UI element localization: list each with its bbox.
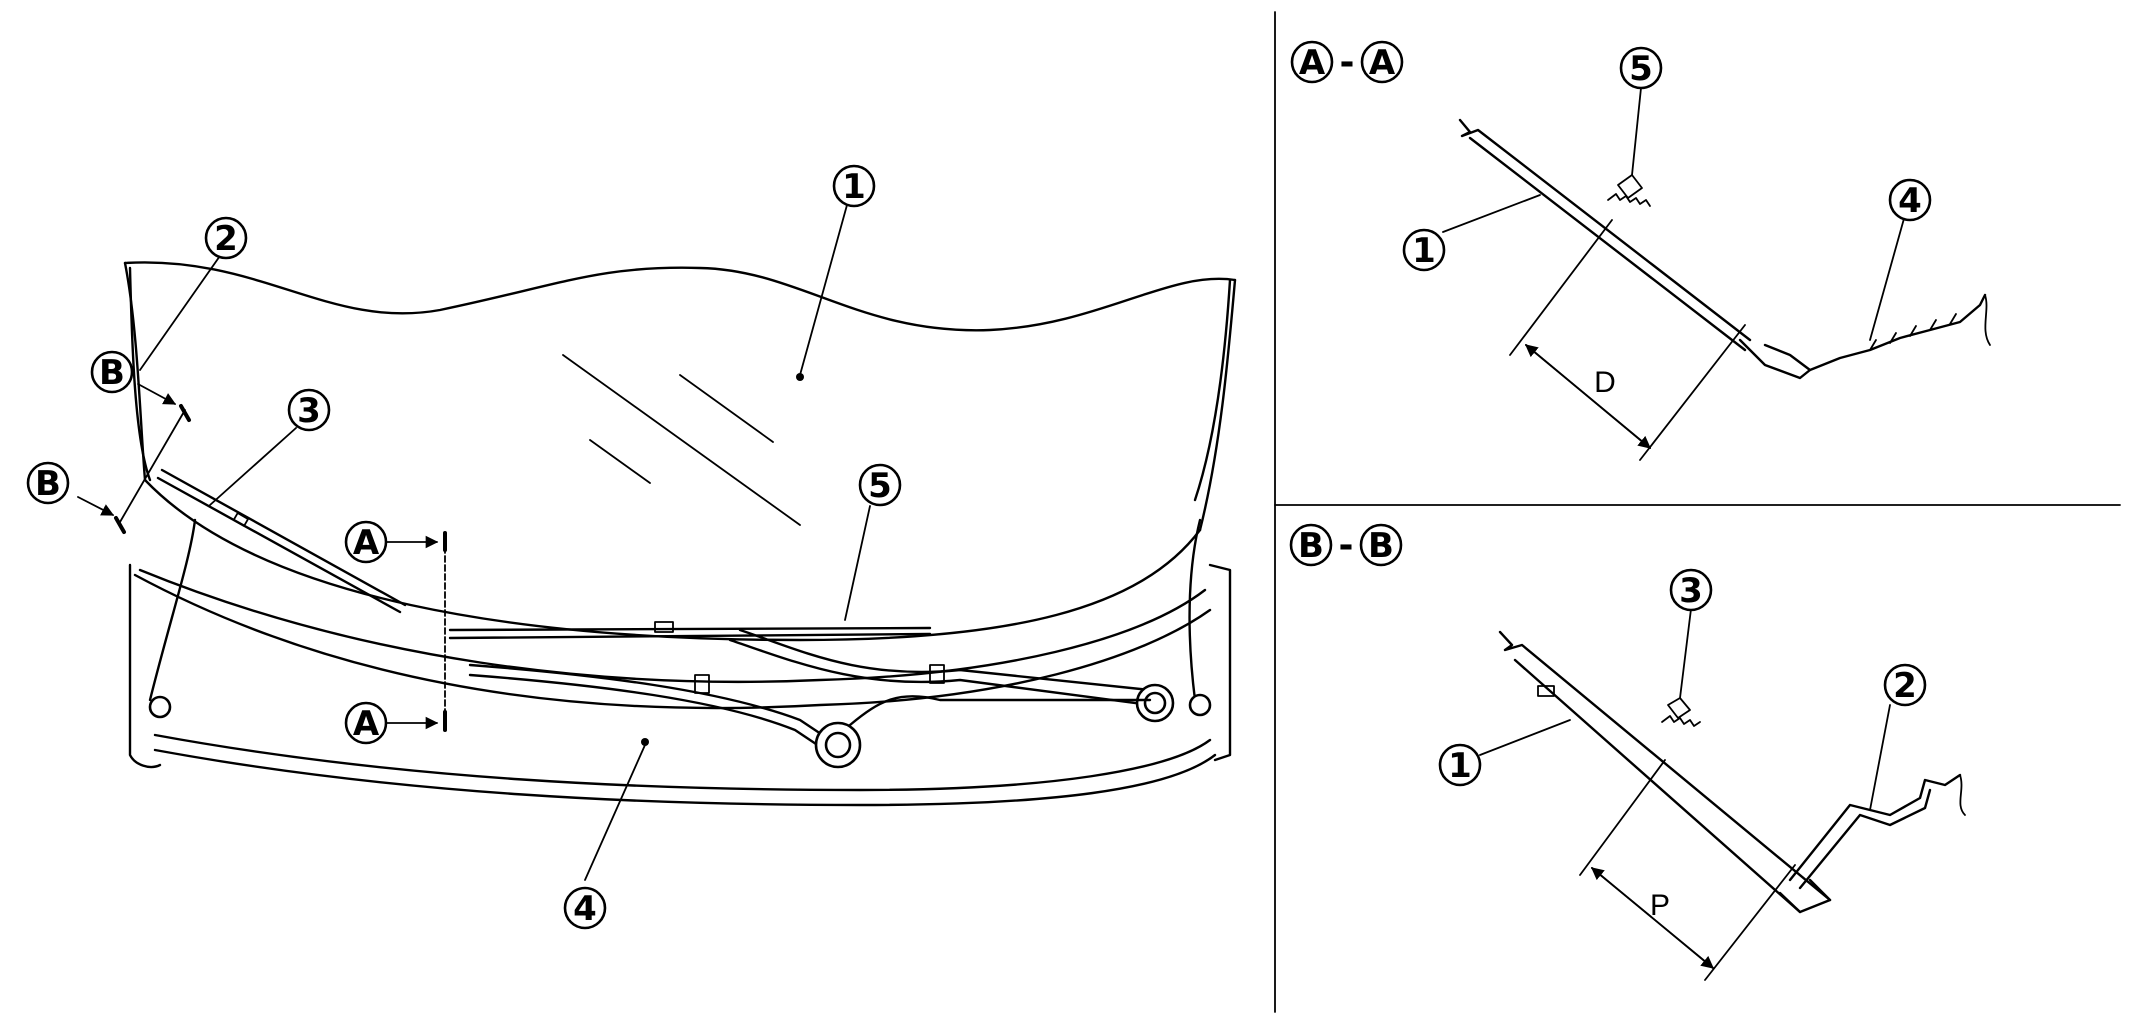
b-b-callout-2: 2 (1883, 663, 1927, 707)
section-marker-b-upper: B (90, 350, 134, 394)
svg-text:5: 5 (868, 466, 892, 506)
section-b-b: B - B P 3 1 (1289, 523, 1966, 981)
svg-text:1: 1 (842, 167, 866, 207)
cowl-lower (153, 733, 1212, 792)
svg-text:3: 3 (297, 391, 321, 431)
svg-text:A: A (1369, 43, 1396, 83)
callout-4: 4 (563, 886, 607, 930)
callout-2: 2 (204, 216, 248, 260)
windshield-bottom (143, 478, 1202, 642)
section-marker-a-upper: A (344, 520, 388, 564)
svg-text:D: D (1594, 366, 1616, 399)
svg-text:1: 1 (1448, 746, 1472, 786)
svg-text:P: P (1650, 889, 1670, 922)
reflection-line (589, 439, 651, 484)
svg-text:4: 4 (573, 889, 597, 929)
svg-text:A: A (353, 704, 380, 744)
section-marker-b-lower: B (26, 461, 70, 505)
svg-text:B: B (35, 464, 61, 504)
wiper-arm (468, 663, 832, 742)
svg-text:2: 2 (1893, 666, 1917, 706)
svg-text:A: A (1299, 43, 1326, 83)
b-b-callout-3: 3 (1669, 568, 1713, 612)
a-a-callout-1: 1 (1402, 228, 1446, 272)
svg-text:-: - (1339, 525, 1354, 566)
wiper-blade-5 (448, 626, 932, 632)
callout-3: 3 (287, 388, 331, 432)
svg-text:5: 5 (1629, 49, 1653, 89)
svg-text:3: 3 (1679, 571, 1703, 611)
section-b-b-title: B - B (1289, 523, 1403, 567)
panel-dividers (1274, 11, 2121, 1013)
cowl-top (138, 568, 1207, 684)
svg-text:B: B (99, 353, 125, 393)
svg-text:2: 2 (214, 219, 238, 259)
b-b-callout-1: 1 (1438, 743, 1482, 787)
svg-text:4: 4 (1898, 181, 1922, 221)
section-a-a-title: A - A (1290, 40, 1404, 84)
svg-text:B: B (1368, 526, 1394, 566)
svg-text:B: B (1298, 526, 1324, 566)
main-view: 1 2 3 5 4 B B A (26, 164, 1237, 930)
reflection-line (679, 374, 774, 443)
svg-text:A: A (353, 523, 380, 563)
a-a-callout-4: 4 (1888, 178, 1932, 222)
windshield-outline (123, 261, 1237, 332)
section-a-a: A - A D 5 1 (1290, 40, 1991, 461)
wiper-blade-3 (156, 476, 402, 614)
svg-text:1: 1 (1412, 231, 1436, 271)
callout-1: 1 (832, 164, 876, 208)
svg-text:-: - (1340, 42, 1355, 83)
a-a-callout-5: 5 (1619, 46, 1663, 90)
reflection-line (562, 354, 801, 526)
callout-5: 5 (858, 463, 902, 507)
section-marker-a-lower: A (344, 701, 388, 745)
